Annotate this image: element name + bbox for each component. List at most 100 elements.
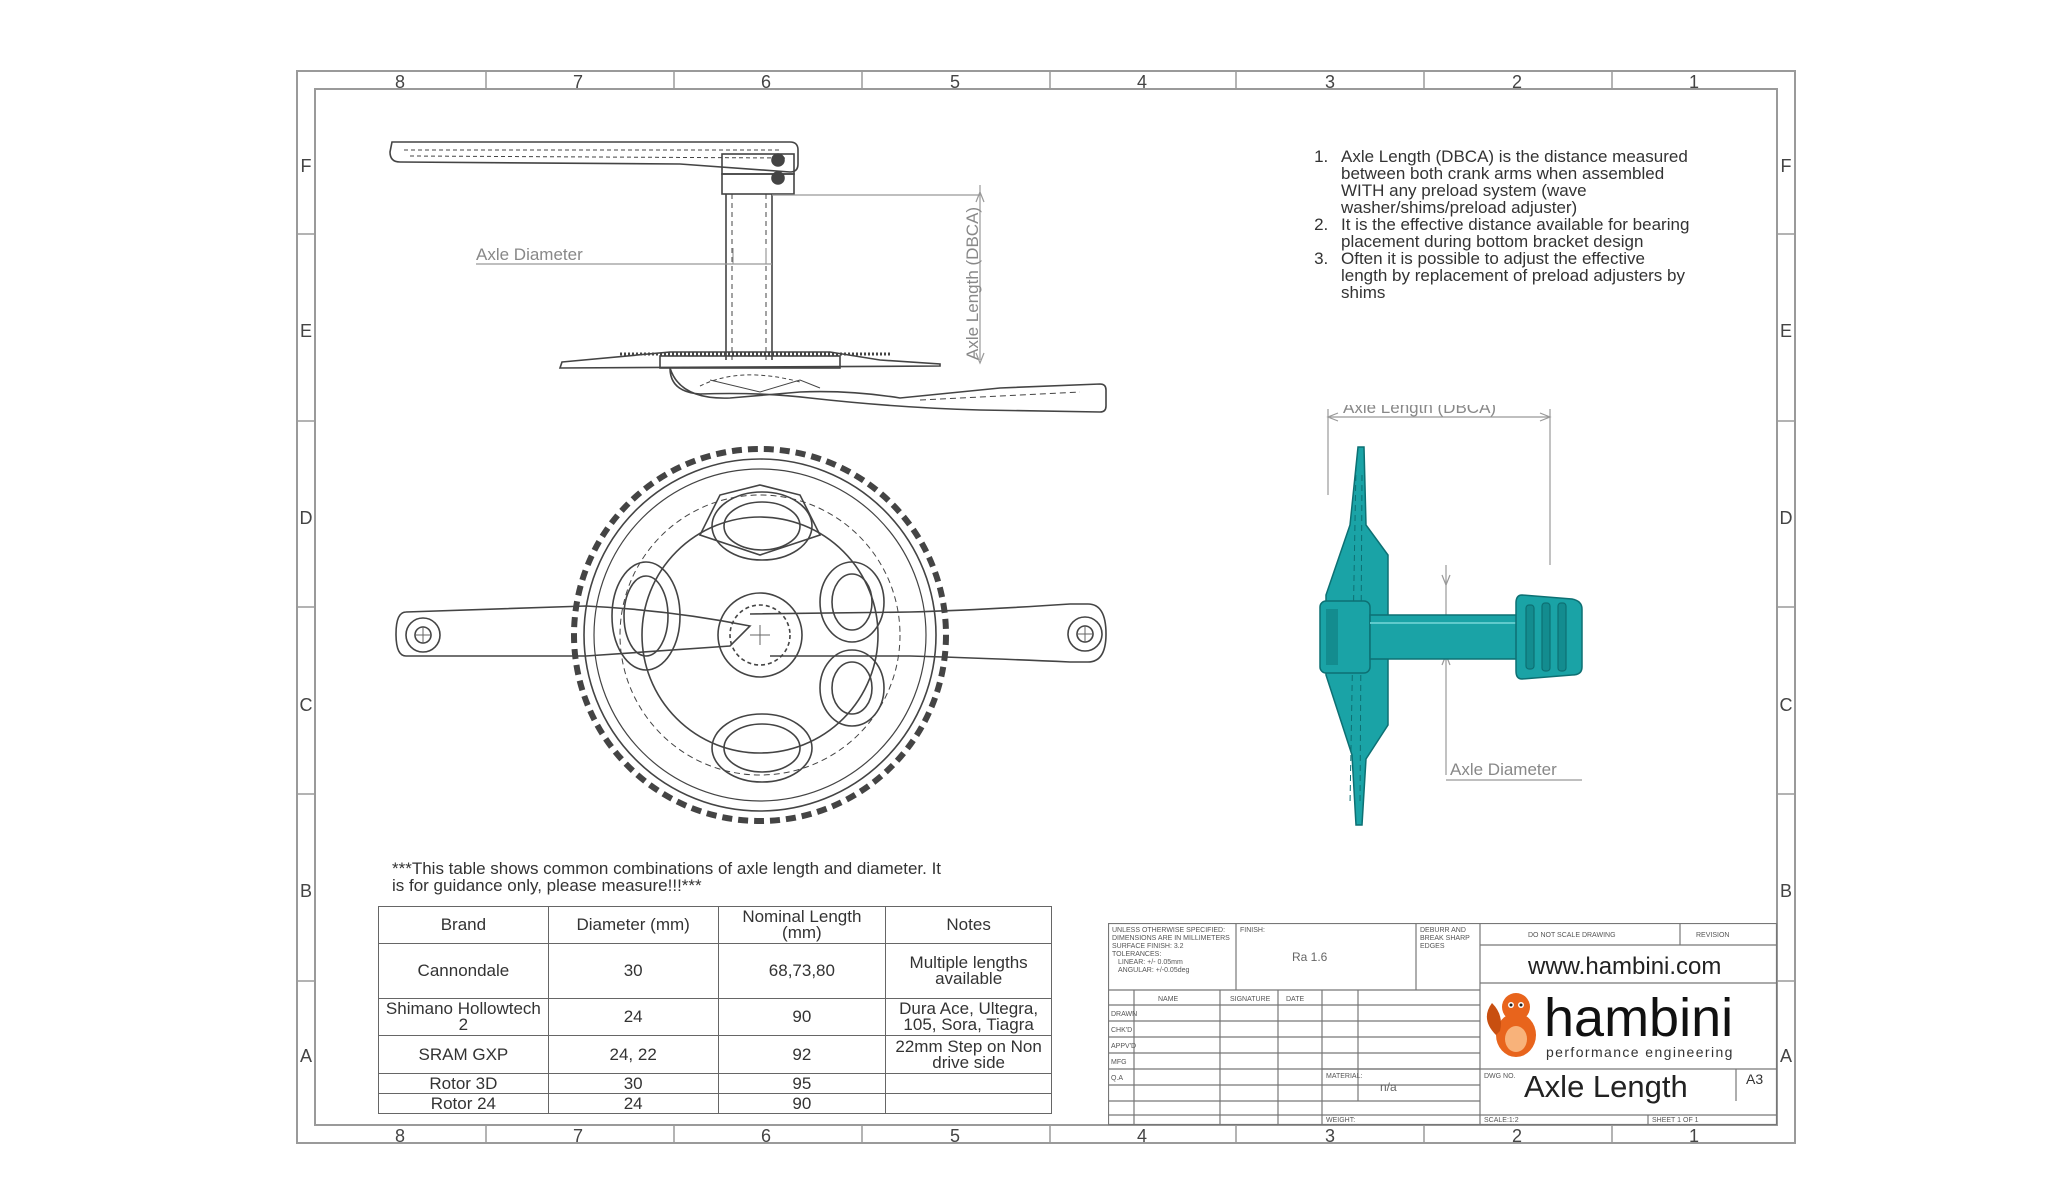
zone-row-f-left: F [301,156,312,176]
table-row: SRAM GXP 24, 22 92 22mm Step on Non driv… [378,1035,1052,1074]
tb-scale: SCALE:1:2 [1484,1117,1519,1124]
zone-col-5-top: 5 [950,72,960,92]
zone-col-6-top: 6 [761,72,771,92]
tb-material-value: n/a [1380,1080,1397,1094]
zone-col-3-top: 3 [1325,72,1335,92]
cell-length: 92 [717,1035,887,1074]
tb-general-2: DIMENSIONS ARE IN MILLIMETERS [1112,935,1230,942]
tb-col-signature: SIGNATURE [1230,996,1271,1003]
tb-general-3: SURFACE FINISH: 3.2 [1112,943,1184,950]
tb-dwg-no-label: DWG NO. [1484,1073,1516,1080]
cell-notes [885,1093,1052,1114]
axle-length-label-side: Axle Length (DBCA) [1343,405,1496,417]
header-nominal-length: Nominal Length (mm) [717,906,887,944]
axle-3d-view: Axle Length (DBCA) Axle Diameter [1319,405,1583,826]
crankset-top-view: Axle Diameter Axle Length (DBCA) [389,141,1107,413]
table-header-row: Brand Diameter (mm) Nominal Length (mm) … [378,906,1052,944]
tb-general-5: LINEAR: +/- 0.05mm [1118,959,1183,966]
zone-col-7-top: 7 [573,72,583,92]
tb-deburr-2: BREAK SHARP [1420,935,1470,942]
table-row: Shimano Hollowtech 2 24 90 Dura Ace, Ult… [378,998,1052,1036]
cell-brand: Shimano Hollowtech 2 [378,998,549,1036]
tb-size: A3 [1746,1071,1763,1087]
cell-length: 90 [717,1093,887,1114]
tb-col-date: DATE [1286,996,1304,1003]
tb-do-not-scale: DO NOT SCALE DRAWING [1528,932,1616,939]
tb-material-label: MATERIAL: [1326,1073,1362,1080]
cell-brand: Rotor 3D [378,1073,549,1094]
tb-finish-label: FINISH: [1240,927,1265,934]
header-notes: Notes [885,906,1052,944]
zone-row-c-left: C [300,695,313,715]
zone-col-1-top: 1 [1689,72,1699,92]
axle-diameter-label-side: Axle Diameter [1450,760,1557,779]
cell-notes [885,1073,1052,1094]
tb-general-6: ANGULAR: +/-0.05deg [1118,967,1190,974]
header-diameter: Diameter (mm) [547,906,719,944]
zone-row-a-left: A [300,1046,312,1066]
zone-col-5-bottom: 5 [950,1126,960,1146]
zone-col-7-bottom: 7 [573,1126,583,1146]
zone-row-d-right: D [1780,508,1793,528]
cell-notes: Dura Ace, Ultegra, 105, Sora, Tiagra [885,998,1052,1036]
zone-col-6-bottom: 6 [761,1126,771,1146]
zone-col-2-bottom: 2 [1512,1126,1522,1146]
zone-row-b-left: B [300,881,312,901]
tb-role-chkd: CHK'D [1111,1027,1132,1034]
cell-diameter: 24, 22 [547,1035,719,1074]
zone-row-c-right: C [1780,695,1793,715]
tb-general-1: UNLESS OTHERWISE SPECIFIED: [1112,927,1225,934]
tb-role-mfg: MFG [1111,1059,1127,1066]
zone-col-2-top: 2 [1512,72,1522,92]
tb-role-appvd: APPV'D [1111,1043,1136,1050]
cell-brand: Rotor 24 [378,1093,549,1114]
cell-length: 95 [717,1073,887,1094]
header-brand: Brand [378,906,549,944]
tb-brand: hambini [1544,988,1733,1048]
zone-row-d-left: D [300,508,313,528]
cell-diameter: 24 [547,1093,719,1114]
cell-diameter: 30 [547,1073,719,1094]
crankset-front-view [395,446,1107,824]
cell-notes: Multiple lengths available [885,943,1052,999]
tb-tagline: performance engineering [1546,1044,1734,1060]
tb-sheet: SHEET 1 OF 1 [1652,1117,1699,1124]
note-item: Often it is possible to adjust the effec… [1333,250,1695,301]
tb-role-drawn: DRAWN [1111,1011,1137,1018]
axle-diameter-label-top: Axle Diameter [476,245,583,264]
tb-drawing-title: Axle Length [1524,1069,1688,1104]
title-block: UNLESS OTHERWISE SPECIFIED: DIMENSIONS A… [1108,923,1778,1126]
notes-list: Axle Length (DBCA) is the distance measu… [1295,148,1695,301]
tb-role-qa: Q.A [1111,1075,1123,1082]
zone-col-3-bottom: 3 [1325,1126,1335,1146]
cell-length: 90 [717,998,887,1036]
tb-revision: REVISION [1696,932,1729,939]
table-row: Cannondale 30 68,73,80 Multiple lengths … [378,943,1052,999]
tb-general-4: TOLERANCES: [1112,951,1161,958]
axle-combinations-table: Brand Diameter (mm) Nominal Length (mm) … [378,906,1052,1114]
note-item: It is the effective distance available f… [1333,216,1695,250]
zone-row-e-left: E [300,321,312,341]
cell-brand: Cannondale [378,943,549,999]
cell-diameter: 24 [547,998,719,1036]
table-disclaimer: ***This table shows common combinations … [392,859,942,895]
zone-col-8-top: 8 [395,72,405,92]
zone-row-b-right: B [1780,881,1792,901]
axle-length-label-top: Axle Length (DBCA) [963,207,982,360]
zone-row-a-right: A [1780,1046,1792,1066]
cell-notes: 22mm Step on Non drive side [885,1035,1052,1074]
cell-brand: SRAM GXP [378,1035,549,1074]
zone-col-4-top: 4 [1137,72,1147,92]
table-row: Rotor 3D 30 95 [378,1073,1052,1094]
cell-length: 68,73,80 [717,943,887,999]
note-item: Axle Length (DBCA) is the distance measu… [1333,148,1695,216]
tb-finish-value: Ra 1.6 [1292,950,1328,964]
zone-col-1-bottom: 1 [1689,1126,1699,1146]
cell-diameter: 30 [547,943,719,999]
tb-weight-label: WEIGHT: [1326,1117,1355,1124]
tb-deburr-1: DEBURR AND [1420,927,1466,934]
squirrel-logo-icon [1486,993,1536,1057]
zone-row-f-right: F [1781,156,1792,176]
tb-deburr-3: EDGES [1420,943,1445,950]
